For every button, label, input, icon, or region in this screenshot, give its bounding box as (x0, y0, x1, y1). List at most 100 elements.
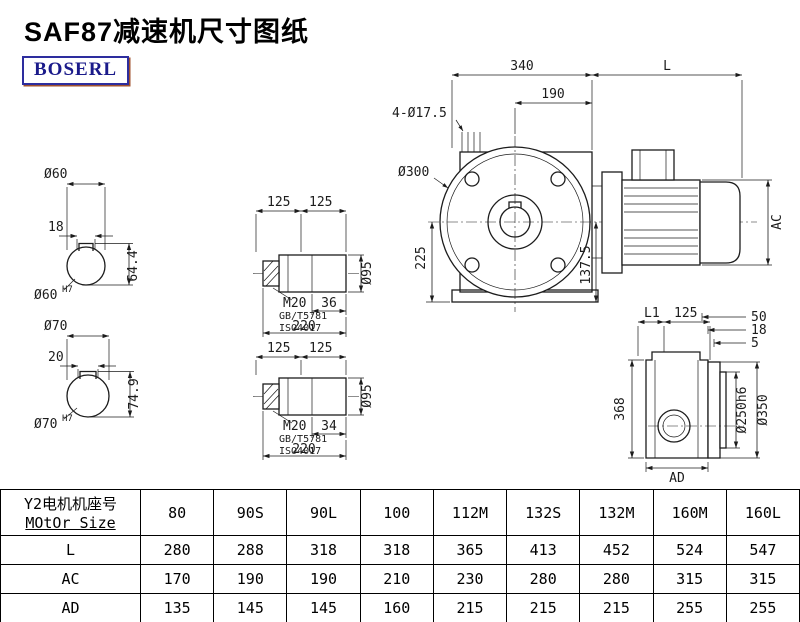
dim-front-L: L (663, 59, 671, 74)
dim-shaft60-keydepth: 64.4 (126, 250, 141, 281)
page-title: SAF87减速机尺寸图纸 (24, 17, 310, 47)
motor-flange (601, 171, 623, 274)
size-col-2: 90L (286, 489, 361, 536)
shaft70-keyway (79, 370, 97, 379)
cell-L-8: 547 (725, 535, 800, 565)
label-bushtop-std2: ISO4017 (279, 323, 321, 334)
bushing-bottom-view: 125 125 M20 GB/T5781 ISO4017 34 220 Ø95 (253, 341, 375, 460)
dim-shaft70-keywidth: 20 (48, 350, 64, 365)
technical-drawing: Ø60 18 64.4 Ø60 H7 Ø70 20 (34, 59, 785, 486)
shaft60-keyway (78, 242, 94, 251)
dim-side-pilot: Ø250h6 (735, 387, 750, 434)
cell-L-4: 365 (432, 535, 508, 565)
cell-AD-8: 255 (725, 593, 800, 622)
size-col-0: 80 (139, 489, 215, 536)
row-label-L: L (0, 535, 141, 565)
cell-AD-3: 160 (359, 593, 434, 622)
cell-L-2: 318 (286, 535, 361, 565)
table-header-en: MOtOr Size (25, 514, 116, 532)
dim-bushbot-inner: 34 (321, 419, 337, 434)
flange-bolt-hole (550, 257, 566, 273)
bushing-top-view: 125 125 M20 GB/T5781 ISO4017 36 220 Ø95 (253, 195, 375, 337)
boserl-logo: BOSERL (22, 56, 130, 85)
shaft70-circle (66, 374, 110, 418)
table-header-cn: Y2电机机座号 (23, 495, 118, 513)
size-col-6: 132M (579, 489, 654, 536)
flange-bolt-hole (464, 257, 480, 273)
shaft60-end-view: Ø60 18 64.4 Ø60 H7 (34, 167, 141, 303)
cell-AC-6: 280 (579, 564, 654, 594)
size-col-1: 90S (213, 489, 288, 536)
cell-L-3: 318 (359, 535, 434, 565)
table-row-L: L 280 288 318 318 365 413 452 524 547 (0, 535, 800, 565)
cell-AD-6: 215 (579, 593, 654, 622)
cell-AC-5: 280 (506, 564, 581, 594)
dim-shaft60-keywidth: 18 (48, 220, 64, 235)
dim-front-AC: AC (770, 214, 785, 230)
size-col-8: 160L (725, 489, 800, 536)
size-col-4: 112M (432, 489, 508, 536)
cell-L-7: 524 (652, 535, 727, 565)
dim-shaft70-bore: Ø70 (34, 417, 57, 432)
dim-shaft70-bore-tol: H7 (62, 414, 73, 424)
cell-AD-1: 145 (213, 593, 288, 622)
cell-AD-5: 215 (506, 593, 581, 622)
dim-bushtop-125a: 125 (267, 195, 290, 210)
dim-bushbot-od: Ø95 (360, 384, 375, 407)
dim-front-1375: 137.5 (579, 245, 594, 284)
dimension-table: Y2电机机座号 MOtOr Size 80 90S 90L 100 112M 1… (0, 489, 800, 622)
cell-AC-2: 190 (286, 564, 361, 594)
row-label-AD: AD (0, 593, 141, 622)
table-row-AD: AD 135 145 145 160 215 215 215 255 255 (0, 593, 800, 622)
dim-front-flange: Ø300 (398, 165, 429, 180)
size-col-7: 160M (652, 489, 727, 536)
table-row-AC: AC 170 190 190 210 230 280 280 315 315 (0, 564, 800, 594)
cell-AD-4: 215 (432, 593, 508, 622)
cell-AD-7: 255 (652, 593, 727, 622)
dim-shaft70-keydepth: 74.9 (127, 378, 142, 409)
cell-AC-0: 170 (139, 564, 215, 594)
bushing-bottom-body (278, 377, 347, 416)
gearbox-front-view: 340 L 190 4-Ø17.5 Ø300 225 137.5 AC (392, 59, 785, 312)
table-header-motor-size: Y2电机机座号 MOtOr Size (0, 489, 141, 536)
dim-bushtop-inner: 36 (321, 296, 337, 311)
dim-shaft60-bore-tol: H7 (62, 285, 73, 295)
dim-side-18: 18 (751, 323, 767, 338)
cell-L-0: 280 (139, 535, 215, 565)
label-bushtop-thread: M20 (283, 296, 306, 311)
cell-AC-8: 315 (725, 564, 800, 594)
dim-front-340: 340 (510, 59, 533, 74)
cell-AD-2: 145 (286, 593, 361, 622)
flange-bolt-hole (464, 171, 480, 187)
shaft60-circle (66, 246, 106, 286)
dim-bushbot-125a: 125 (267, 341, 290, 356)
size-col-5: 132S (506, 489, 581, 536)
dim-side-L1: L1 (644, 306, 660, 321)
cell-AC-4: 230 (432, 564, 508, 594)
dim-bushtop-125b: 125 (309, 195, 332, 210)
cell-AD-0: 135 (139, 593, 215, 622)
bushing-top-body (278, 254, 347, 293)
dim-side-125: 125 (674, 306, 697, 321)
dim-bushbot-total: 220 (292, 442, 315, 457)
label-bushbot-std1: GB/T5781 (279, 434, 327, 445)
label-bushtop-std1: GB/T5781 (279, 311, 327, 322)
cell-L-6: 452 (579, 535, 654, 565)
cell-L-1: 288 (213, 535, 288, 565)
dim-side-AD: AD (669, 471, 685, 486)
dim-bushbot-125b: 125 (309, 341, 332, 356)
dim-bushtop-total: 220 (292, 319, 315, 334)
side-pilot (719, 371, 727, 449)
side-flange (707, 361, 721, 459)
motor-body (621, 179, 701, 266)
flange-bolt-hole (550, 171, 566, 187)
dim-front-holes: 4-Ø17.5 (392, 106, 447, 121)
dim-side-368: 368 (613, 397, 628, 420)
dim-side-50: 50 (751, 310, 767, 325)
cell-AC-7: 315 (652, 564, 727, 594)
dim-shaft60-diameter: Ø60 (44, 167, 67, 182)
motor-terminal-box (631, 149, 675, 181)
cell-AC-3: 210 (359, 564, 434, 594)
dim-side-5: 5 (751, 336, 759, 351)
